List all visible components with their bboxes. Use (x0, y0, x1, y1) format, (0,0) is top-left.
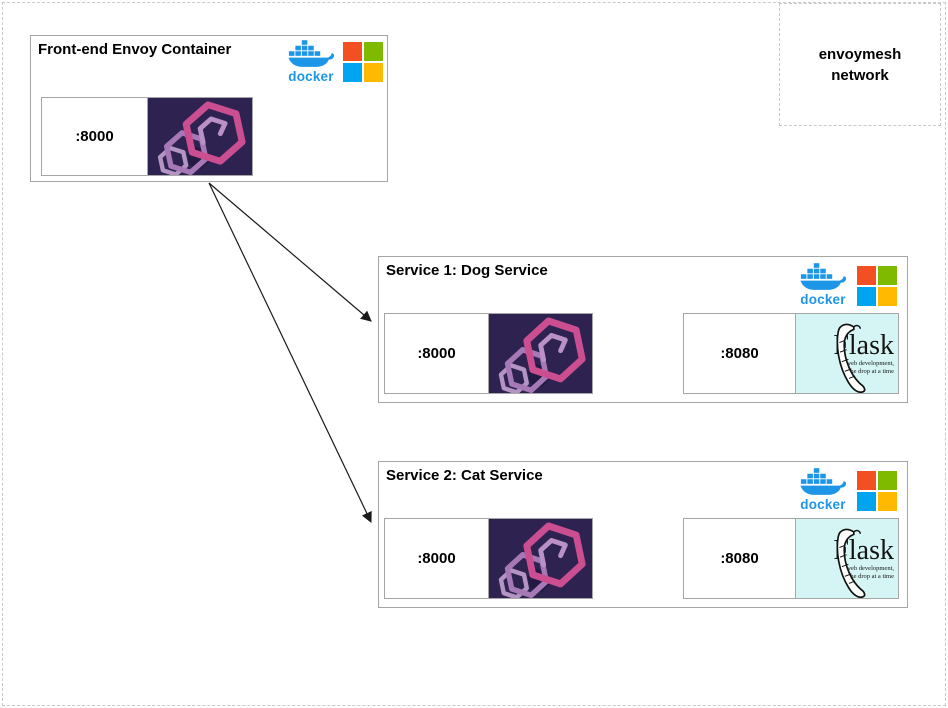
flask-horn-icon (836, 323, 866, 393)
service2-title: Service 2: Cat Service (386, 467, 543, 484)
flask-horn-icon (836, 528, 866, 598)
ms-square-blue (857, 287, 876, 306)
flask-tagline-line2: one drop at a time (847, 572, 894, 580)
ms-square-yellow (364, 63, 383, 82)
flask-logo-icon: Flask web development, one drop at a tim… (796, 314, 898, 393)
ms-square-red (343, 42, 362, 61)
service2-envoy-port-label: :8000 (385, 519, 489, 598)
service1-panel: Service 1: Dog Service docker :8000 (378, 256, 908, 403)
frontend-envoy-port-group: :8000 (41, 97, 253, 176)
frontend-port-label: :8000 (42, 98, 148, 175)
ms-square-red (857, 471, 876, 490)
service2-app-port-label: :8080 (684, 519, 796, 598)
microsoft-logo-icon (343, 42, 383, 82)
flask-tagline-line2: one drop at a time (847, 367, 894, 375)
envoy-logo-icon (489, 519, 592, 598)
microsoft-logo-icon (857, 266, 897, 306)
docker-wordmark: docker (800, 292, 846, 307)
service1-app-port-group: :8080 Flask web development, one drop at… (683, 313, 899, 394)
envoymesh-label-line2: network (831, 66, 889, 84)
docker-whale-icon (288, 40, 334, 67)
ms-square-red (857, 266, 876, 285)
envoy-logo-icon (148, 98, 252, 175)
service2-envoy-port-group: :8000 (384, 518, 593, 599)
service1-app-port-label: :8080 (684, 314, 796, 393)
docker-logo: docker (283, 40, 339, 84)
envoymesh-label-line1: envoymesh (818, 45, 902, 63)
ms-square-green (364, 42, 383, 61)
flask-tagline-line1: web development, (846, 360, 894, 367)
docker-wordmark: docker (288, 69, 334, 84)
service2-panel: Service 2: Cat Service docker :8000 (378, 461, 908, 608)
microsoft-logo-icon (857, 471, 897, 511)
ms-square-yellow (878, 287, 897, 306)
service2-app-port-group: :8080 Flask web development, one drop at… (683, 518, 899, 599)
arrow-frontend-to-service2 (208, 182, 372, 523)
frontend-title: Front-end Envoy Container (38, 41, 232, 58)
frontend-container-panel: Front-end Envoy Container docker :8000 (30, 35, 388, 182)
service1-envoy-port-group: :8000 (384, 313, 593, 394)
envoy-logo-icon (489, 314, 592, 393)
ms-square-green (878, 266, 897, 285)
docker-logo: docker (795, 468, 851, 512)
arrow-frontend-to-service1 (208, 182, 372, 322)
docker-whale-icon (800, 468, 846, 495)
service1-title: Service 1: Dog Service (386, 262, 548, 279)
ms-square-green (878, 471, 897, 490)
service1-envoy-port-label: :8000 (385, 314, 489, 393)
docker-whale-icon (800, 263, 846, 290)
docker-logo: docker (795, 263, 851, 307)
docker-wordmark: docker (800, 497, 846, 512)
flask-logo-icon: Flask web development, one drop at a tim… (796, 519, 898, 598)
ms-square-blue (857, 492, 876, 511)
ms-square-yellow (878, 492, 897, 511)
flask-tagline-line1: web development, (846, 565, 894, 572)
envoymesh-network-box: envoymesh network (779, 3, 941, 126)
ms-square-blue (343, 63, 362, 82)
